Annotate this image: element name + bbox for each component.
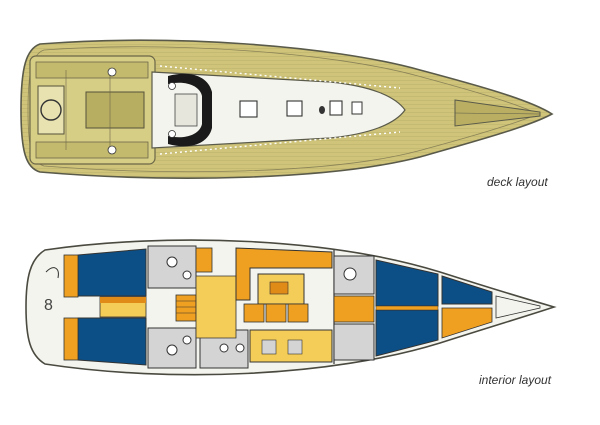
forward-locker bbox=[333, 295, 375, 323]
deck-hatch bbox=[351, 101, 363, 115]
deck-hatch bbox=[286, 100, 303, 117]
deck-hatch bbox=[239, 100, 258, 118]
forepeak-locker bbox=[441, 307, 493, 339]
winch-icon bbox=[168, 82, 176, 90]
cockpit-seat-port bbox=[35, 61, 149, 79]
anchor-locker bbox=[454, 99, 541, 127]
winch-icon bbox=[168, 130, 176, 138]
steering-quadrant bbox=[45, 267, 59, 279]
saloon-sole bbox=[195, 275, 237, 339]
saloon-settee-port bbox=[235, 247, 333, 301]
interior-plan: 8 bbox=[25, 239, 557, 376]
forward-wardrobe bbox=[333, 323, 375, 361]
mast-step bbox=[319, 106, 325, 114]
companionway-hatch bbox=[174, 93, 198, 127]
winch-icon bbox=[107, 67, 117, 77]
saloon-bench bbox=[243, 303, 265, 323]
aft-cabin-berth-starboard bbox=[77, 317, 147, 366]
chart-table bbox=[195, 247, 213, 273]
deck-hatch bbox=[329, 100, 343, 116]
helm-wheel-icon bbox=[40, 99, 62, 121]
saloon-bench bbox=[287, 303, 309, 323]
forward-cabin-berth-port bbox=[375, 259, 439, 307]
deck-layout-caption: deck layout bbox=[487, 175, 548, 189]
interior-layout-caption: interior layout bbox=[479, 373, 552, 387]
aft-cabin-berth-port bbox=[77, 248, 147, 297]
helm-console bbox=[37, 85, 65, 135]
winch-icon bbox=[107, 145, 117, 155]
aft-cabin-trim-port bbox=[63, 254, 79, 298]
cockpit-seat-starboard bbox=[35, 141, 149, 159]
cockpit-table bbox=[85, 91, 145, 129]
deck-plan bbox=[20, 39, 554, 179]
aft-cabin-trim-starboard bbox=[63, 317, 79, 361]
forepeak-berth bbox=[441, 275, 493, 305]
coachroof bbox=[151, 71, 406, 149]
chain-locker bbox=[495, 295, 541, 319]
companionway-steps bbox=[175, 294, 197, 322]
svg-text:8: 8 bbox=[44, 297, 53, 314]
saloon-bench bbox=[265, 303, 287, 323]
sprayhood bbox=[168, 73, 212, 147]
